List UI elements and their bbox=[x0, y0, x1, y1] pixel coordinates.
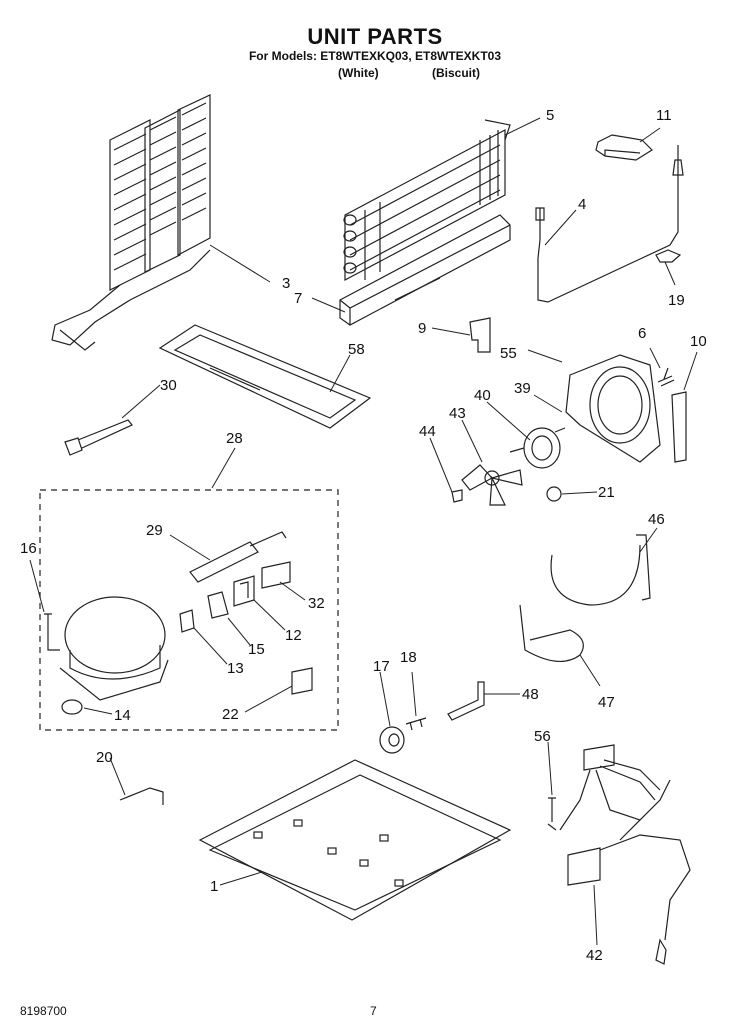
callout-42: 42 bbox=[586, 947, 603, 964]
tube-part-48 bbox=[447, 681, 485, 721]
relay-part bbox=[261, 561, 291, 589]
gasket-part bbox=[671, 391, 687, 463]
grommet-part bbox=[61, 699, 83, 715]
screw-part-18 bbox=[405, 717, 427, 731]
callout-18: 18 bbox=[400, 649, 417, 666]
drain-trough-part bbox=[339, 214, 511, 326]
page-number: 7 bbox=[370, 1004, 377, 1018]
document-number: 8198700 bbox=[20, 1004, 67, 1018]
condenser-coil-part bbox=[51, 94, 211, 351]
wire-part bbox=[119, 787, 164, 805]
callout-9: 9 bbox=[418, 320, 426, 337]
callout-21: 21 bbox=[598, 484, 615, 501]
callout-3: 3 bbox=[282, 275, 290, 292]
terminal-part bbox=[179, 609, 195, 633]
callout-46: 46 bbox=[648, 511, 665, 528]
callout-19: 19 bbox=[668, 292, 685, 309]
callout-7: 7 bbox=[294, 290, 302, 307]
callout-30: 30 bbox=[160, 377, 177, 394]
fan-motor-part bbox=[509, 427, 566, 469]
color-biscuit-label: (Biscuit) bbox=[432, 66, 480, 80]
tube-part-47 bbox=[519, 604, 584, 662]
compressor-part bbox=[59, 596, 169, 701]
callout-47: 47 bbox=[598, 694, 615, 711]
callout-44: 44 bbox=[419, 423, 436, 440]
callout-labels: 3 5 11 4 7 19 9 55 6 10 58 40 39 30 43 4… bbox=[20, 107, 707, 964]
tube-part-46 bbox=[550, 534, 651, 606]
callout-1: 1 bbox=[210, 878, 218, 895]
fan-clip-part bbox=[451, 489, 463, 503]
callout-13: 13 bbox=[227, 660, 244, 677]
callout-17: 17 bbox=[373, 658, 390, 675]
callout-14: 14 bbox=[114, 707, 131, 724]
model-numbers: For Models: ET8WTEXKQ03, ET8WTEXKT03 bbox=[248, 49, 502, 63]
callout-39: 39 bbox=[514, 380, 531, 397]
bracket-part bbox=[469, 317, 491, 353]
color-white-label: (White) bbox=[338, 66, 379, 80]
callout-40: 40 bbox=[474, 387, 491, 404]
callout-10: 10 bbox=[690, 333, 707, 350]
callout-4: 4 bbox=[578, 196, 586, 213]
capillary-tube-part bbox=[535, 145, 684, 303]
callout-12: 12 bbox=[285, 627, 302, 644]
drier-part bbox=[189, 531, 287, 583]
fan-shroud-part bbox=[565, 354, 661, 463]
callout-22: 22 bbox=[222, 706, 239, 723]
wire-harness-part bbox=[559, 744, 691, 965]
callout-48: 48 bbox=[522, 686, 539, 703]
clip-part bbox=[655, 249, 682, 263]
callout-28: 28 bbox=[226, 430, 243, 447]
screw-part-6 bbox=[657, 367, 675, 387]
callout-20: 20 bbox=[96, 749, 113, 766]
callout-58: 58 bbox=[348, 341, 365, 358]
cap-part bbox=[595, 134, 653, 161]
overload-part bbox=[233, 575, 255, 607]
callout-16: 16 bbox=[20, 540, 37, 557]
callout-55: 55 bbox=[500, 345, 517, 362]
callout-56: 56 bbox=[534, 728, 551, 745]
callout-43: 43 bbox=[449, 405, 466, 422]
compressor-kit-box bbox=[39, 489, 339, 731]
page-title: UNIT PARTS bbox=[307, 24, 443, 49]
terminal-cover-part bbox=[207, 591, 229, 619]
callout-15: 15 bbox=[248, 641, 265, 658]
wheel-part bbox=[379, 726, 405, 754]
callout-29: 29 bbox=[146, 522, 163, 539]
callout-5: 5 bbox=[546, 107, 554, 124]
screw-part-56 bbox=[547, 797, 557, 831]
connector-part-22 bbox=[291, 667, 313, 695]
drain-pan-part bbox=[158, 324, 372, 429]
callout-32: 32 bbox=[308, 595, 325, 612]
fan-blade-part bbox=[461, 464, 523, 506]
callout-6: 6 bbox=[638, 325, 646, 342]
nut-part bbox=[546, 486, 562, 502]
evaporator-part bbox=[343, 119, 511, 281]
bolt-part bbox=[44, 613, 60, 651]
callout-11: 11 bbox=[656, 107, 672, 124]
base-part bbox=[198, 759, 512, 921]
cable-tie-part bbox=[64, 419, 133, 456]
